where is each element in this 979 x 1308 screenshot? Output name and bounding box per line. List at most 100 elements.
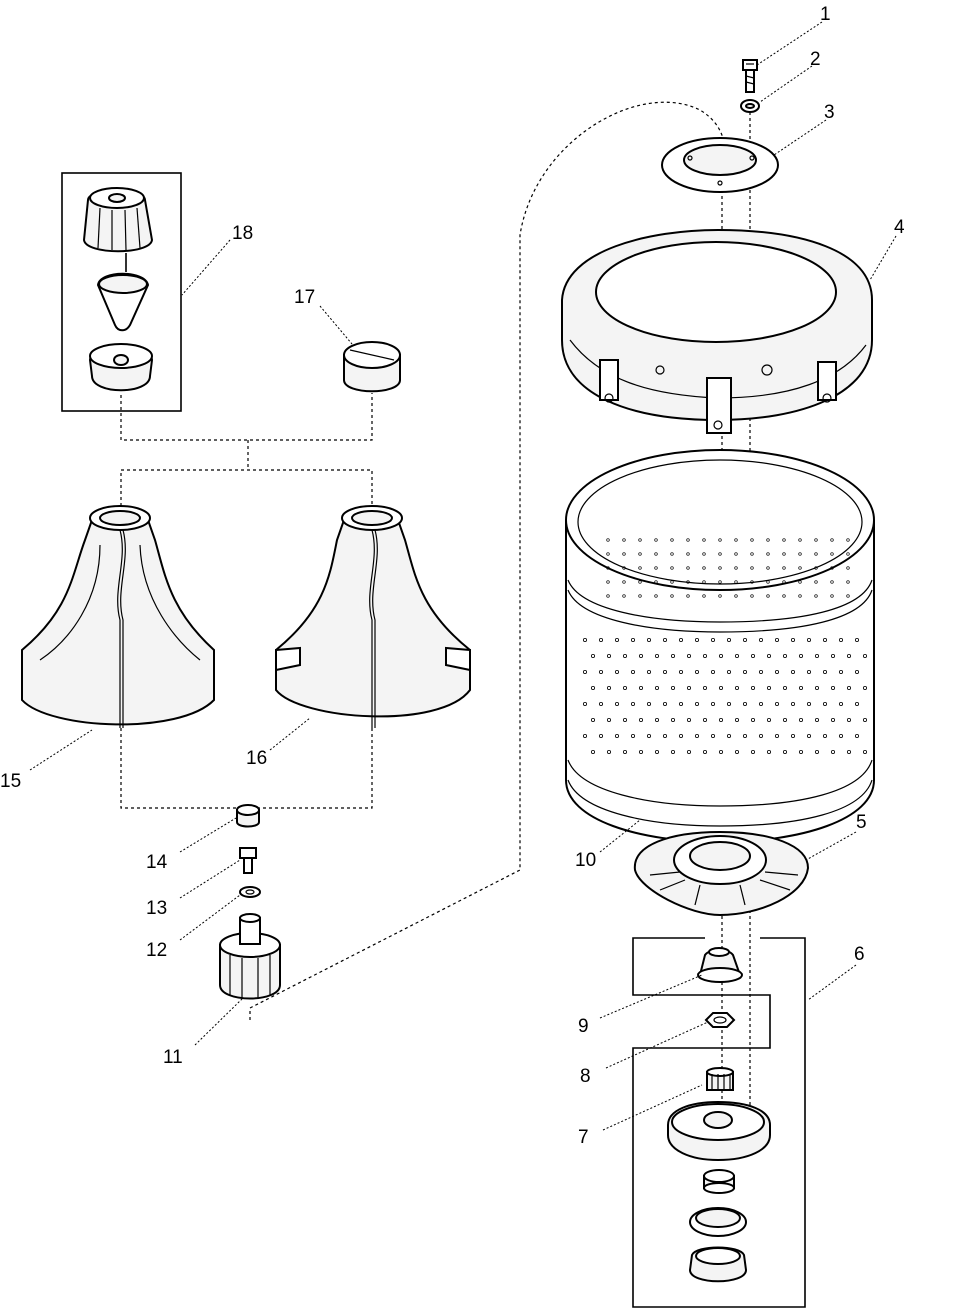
perforation [711,670,716,675]
part-16-agitator [275,505,471,728]
perforation [831,654,836,659]
perforation [687,654,692,659]
perforation [846,580,850,584]
part-9-boot [697,947,743,983]
perforation [846,566,850,570]
callout-17: 17 [294,287,315,308]
part-15-agitator [21,505,215,728]
perforation [798,594,802,598]
perforation [703,718,708,723]
perforation [623,686,628,691]
perforation [846,594,850,598]
perforation [815,718,820,723]
perforation [654,566,658,570]
perforation [655,686,660,691]
perforation [622,594,626,598]
perforation [702,552,706,556]
perforation [847,686,852,691]
perforation [751,686,756,691]
perforation [655,718,660,723]
perforation [815,686,820,691]
perforation [807,638,812,643]
perforation [718,552,722,556]
callout-4: 4 [894,217,905,238]
perforation [670,566,674,570]
perforation [647,734,652,739]
perforation [607,654,612,659]
perforation [759,670,764,675]
perforation [750,566,754,570]
part-6-assembly-box [632,937,806,1308]
part-11-drive-hub [219,913,281,1000]
perforation [823,638,828,643]
perforation [735,750,740,755]
callout-10: 10 [575,850,596,871]
perforation [702,594,706,598]
perforation [814,594,818,598]
perforation [743,670,748,675]
callout-14: 14 [146,852,168,873]
leader-lines [29,21,897,1131]
perforation [798,552,802,556]
perforation [638,580,642,584]
callout-5: 5 [856,812,867,833]
perforation [639,686,644,691]
perforation [767,718,772,723]
perforation [855,638,860,643]
perforation [663,638,668,643]
perforation [631,734,636,739]
perforation [727,734,732,739]
perforation [798,580,802,584]
perforation [766,594,770,598]
basket-perforations [583,538,868,755]
perforation [719,718,724,723]
perforation [767,750,772,755]
perforation [734,552,738,556]
perforation [782,594,786,598]
perforation [671,686,676,691]
perforation [670,594,674,598]
part-18-cap [82,187,154,253]
perforation [863,686,868,691]
part-6-hub-plate [667,1100,771,1162]
perforation [847,750,852,755]
perforation [606,580,610,584]
perforation [599,702,604,707]
perforation [599,638,604,643]
perforation [823,670,828,675]
perforation [743,638,748,643]
perforation [855,734,860,739]
perforation [766,580,770,584]
perforation [655,750,660,755]
perforation [622,580,626,584]
perforation [583,734,588,739]
perforation [807,734,812,739]
callout-15: 15 [0,771,21,792]
callout-labels: 1 2 3 4 5 6 7 8 9 10 11 12 13 14 15 16 1… [0,4,905,1148]
perforation [759,702,764,707]
perforation [671,718,676,723]
perforation [686,594,690,598]
perforation [750,552,754,556]
perforation [607,686,612,691]
perforation [791,702,796,707]
perforation [782,552,786,556]
perforation [734,538,738,542]
perforation [591,750,596,755]
perforation [654,580,658,584]
callout-11: 11 [163,1047,183,1068]
perforation [839,702,844,707]
perforation [719,654,724,659]
perforation [718,566,722,570]
callout-18: 18 [232,223,253,244]
perforation [663,734,668,739]
perforation [782,566,786,570]
perforation [823,734,828,739]
perforation [830,580,834,584]
perforation [679,638,684,643]
callout-3: 3 [824,102,835,123]
perforation [847,654,852,659]
perforation [799,718,804,723]
perforation [831,750,836,755]
perforation [767,654,772,659]
